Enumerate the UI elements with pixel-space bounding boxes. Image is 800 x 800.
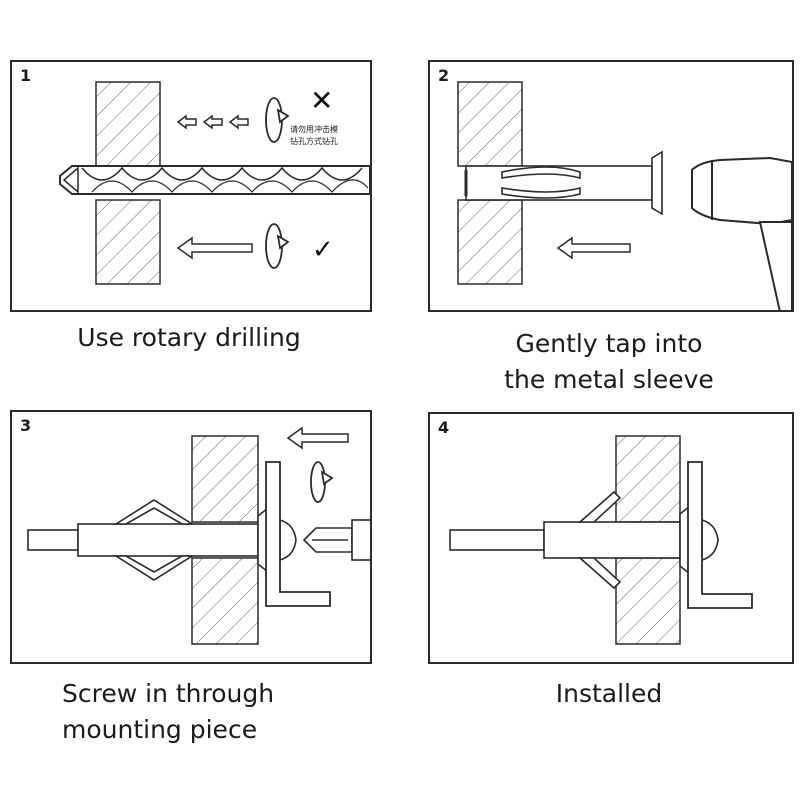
hammer-icon	[691, 156, 792, 310]
l-bracket-icon	[687, 461, 753, 609]
step-1-panel: 1 ✕ 请勿用冲击模 钻孔方式钻孔	[10, 60, 372, 312]
step-2-caption: Gently tap into the metal sleeve	[428, 326, 790, 398]
step-3-caption: Screw in through mounting piece	[10, 676, 362, 748]
expanded-anchor-icon	[449, 490, 691, 590]
step-4-number: 4	[438, 418, 450, 437]
wall-icon	[95, 81, 161, 285]
check-icon: ✓	[312, 235, 334, 265]
caption-line: the metal sleeve	[504, 365, 714, 394]
wall-icon	[191, 435, 259, 645]
arrow-left-icon	[556, 236, 631, 260]
screw-head-icon	[279, 518, 297, 562]
step-1-caption: Use rotary drilling	[10, 320, 368, 356]
caption-line: mounting piece	[62, 715, 258, 744]
rotation-icon	[265, 223, 290, 269]
rotation-icon	[310, 461, 334, 503]
step-2-number: 2	[438, 66, 450, 85]
step-3-illustration	[27, 426, 370, 645]
step-4-caption: Installed	[428, 676, 790, 712]
step-1-illustration: ✕ 请勿用冲击模 钻孔方式钻孔 ✓	[59, 81, 370, 285]
caption-line: Use rotary drilling	[77, 323, 301, 352]
drill-bit-icon	[59, 165, 370, 195]
l-bracket-icon	[265, 461, 331, 607]
anchor-sleeve-icon	[464, 150, 663, 216]
step-1-number: 1	[20, 66, 32, 85]
step-2-panel: 2	[428, 60, 794, 312]
rotation-icon	[265, 97, 290, 143]
caption-line: Gently tap into	[515, 329, 703, 358]
step-2-illustration	[457, 81, 792, 310]
cross-icon: ✕	[310, 84, 333, 117]
step-3-number: 3	[20, 416, 32, 435]
expanding-anchor-icon	[27, 499, 269, 581]
arrow-left-icon	[176, 114, 249, 130]
step-4-illustration	[449, 435, 753, 645]
screwdriver-icon	[302, 519, 370, 561]
screw-head-icon	[701, 518, 719, 562]
note-line-2: 钻孔方式钻孔	[290, 136, 338, 146]
note-line-1: 请勿用冲击模	[290, 124, 338, 134]
arrow-left-icon	[176, 236, 253, 260]
wall-icon	[457, 81, 523, 285]
step-4-panel: 4	[428, 412, 794, 664]
step-3-panel: 3	[10, 410, 372, 664]
wall-icon	[615, 435, 681, 645]
arrow-left-icon	[286, 426, 349, 450]
caption-line: Installed	[555, 679, 663, 708]
caption-line: Screw in through	[62, 679, 275, 708]
